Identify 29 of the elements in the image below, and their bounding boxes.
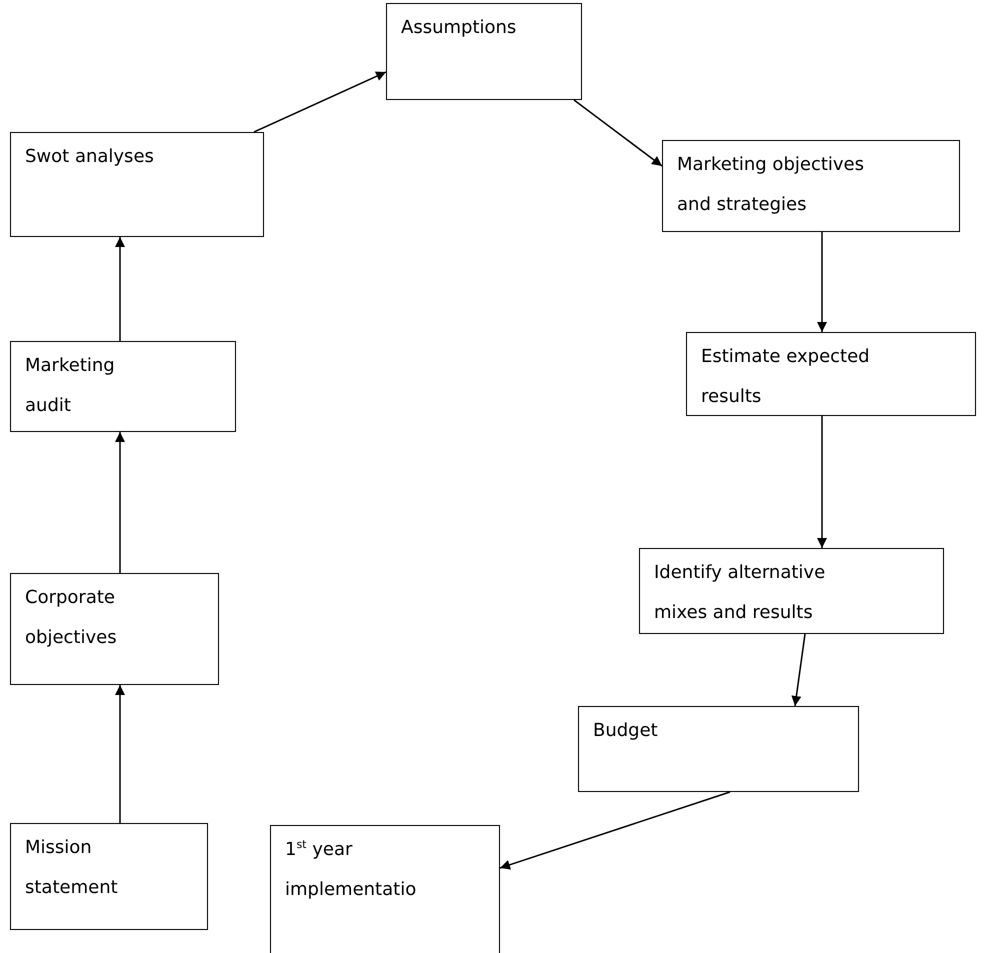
arrow	[791, 634, 806, 706]
step-label: Identify alternative mixes and results	[654, 561, 826, 625]
process-box	[686, 332, 976, 416]
arrow	[500, 791, 730, 870]
step-label: 1$^{st}$ year implementatio	[285, 837, 418, 902]
process-box	[270, 825, 500, 953]
process-box	[662, 140, 960, 232]
process-box	[578, 706, 859, 792]
step-label: Mission statement	[25, 836, 119, 900]
step-label: Estimate expected results	[701, 345, 871, 409]
step-label: Marketing objectives and strategies	[677, 153, 866, 217]
step-label: Swot analyses	[25, 145, 155, 169]
step-label: Marketing audit	[25, 354, 116, 418]
process-box	[386, 3, 582, 100]
arrow	[115, 432, 125, 573]
arrow	[254, 71, 386, 133]
process-box	[10, 341, 236, 432]
process-box	[10, 132, 264, 237]
process-box	[10, 573, 219, 685]
process-box	[639, 548, 944, 634]
arrow	[574, 99, 662, 167]
process-box	[10, 823, 208, 930]
arrow	[115, 237, 125, 341]
arrow	[817, 416, 827, 548]
step-label: Assumptions	[401, 16, 518, 40]
arrow	[115, 685, 125, 823]
arrow	[817, 232, 827, 332]
step-label: Corporate objectives	[25, 586, 118, 650]
step-label: Budget	[593, 719, 659, 743]
